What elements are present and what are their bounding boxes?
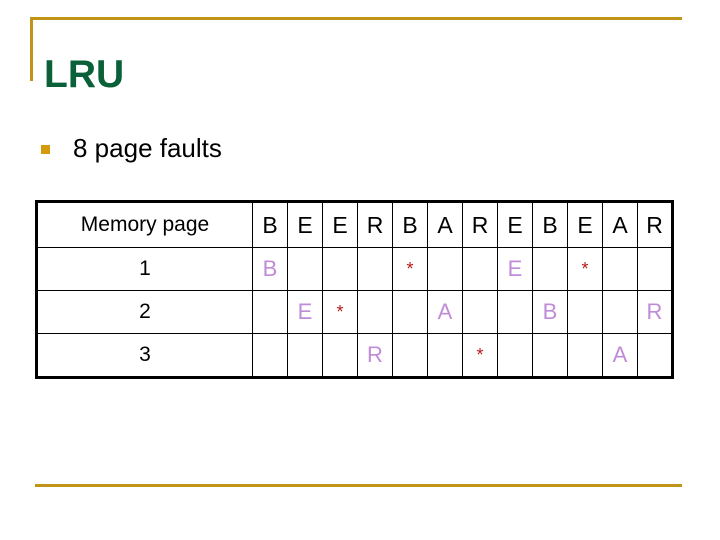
square-bullet-icon [41, 144, 50, 154]
frame-cell [497, 290, 533, 334]
table-body: Memory page B E E R B A R E B E A R 1 B [36, 201, 673, 378]
reference-cell: E [567, 201, 603, 248]
reference-cell: E [497, 201, 533, 248]
frame-cell: * [392, 247, 428, 291]
reference-cell: B [392, 201, 428, 248]
frame-label-cell: 2 [36, 290, 253, 334]
table-header-row: Memory page B E E R B A R E B E A R [36, 201, 673, 248]
lru-page-replacement-table: Memory page B E E R B A R E B E A R 1 B [35, 200, 674, 379]
frame-cell [532, 333, 568, 378]
title-accent-bar [30, 17, 33, 81]
frame-cell: R [357, 333, 393, 378]
reference-cell: A [602, 201, 638, 248]
frame-label-cell: 1 [36, 247, 253, 291]
reference-cell: B [532, 201, 568, 248]
bottom-rule-line [35, 484, 682, 487]
table-row: 2 E * A B R [36, 290, 673, 334]
frame-cell: R [637, 290, 673, 334]
frame-cell [392, 333, 428, 378]
bullet-item-label: 8 page faults [73, 133, 222, 163]
frame-cell [287, 333, 323, 378]
frame-cell [357, 290, 393, 334]
frame-cell [637, 247, 673, 291]
reference-cell: E [287, 201, 323, 248]
frame-cell [637, 333, 673, 378]
slide-title: LRU [44, 53, 125, 97]
frame-cell: E [497, 247, 533, 291]
frame-cell [357, 247, 393, 291]
table-row: 3 R * A [36, 333, 673, 378]
frame-cell: A [427, 290, 463, 334]
frame-cell: E [287, 290, 323, 334]
frame-cell [497, 333, 533, 378]
frame-cell [322, 247, 358, 291]
top-rule-line [30, 17, 682, 20]
frame-cell [392, 290, 428, 334]
frame-cell [462, 290, 498, 334]
frame-cell [567, 290, 603, 334]
corner-label-cell: Memory page [36, 201, 253, 248]
frame-cell [427, 247, 463, 291]
frame-cell: * [567, 247, 603, 291]
reference-cell: A [427, 201, 463, 248]
frame-cell: B [532, 290, 568, 334]
frame-cell [252, 290, 288, 334]
frame-cell [532, 247, 568, 291]
reference-cell: B [252, 201, 288, 248]
frame-label-cell: 3 [36, 333, 253, 378]
frame-cell: * [322, 290, 358, 334]
reference-cell: R [637, 201, 673, 248]
reference-cell: R [357, 201, 393, 248]
reference-cell: R [462, 201, 498, 248]
bullet-item: 8 page faults [41, 133, 222, 163]
frame-cell [567, 333, 603, 378]
frame-cell [602, 247, 638, 291]
frame-cell [462, 247, 498, 291]
frame-cell [287, 247, 323, 291]
frame-cell: A [602, 333, 638, 378]
frame-cell [252, 333, 288, 378]
frame-cell [427, 333, 463, 378]
table-row: 1 B * E * [36, 247, 673, 291]
frame-cell [602, 290, 638, 334]
frame-cell: B [252, 247, 288, 291]
frame-cell [322, 333, 358, 378]
reference-cell: E [322, 201, 358, 248]
frame-cell: * [462, 333, 498, 378]
